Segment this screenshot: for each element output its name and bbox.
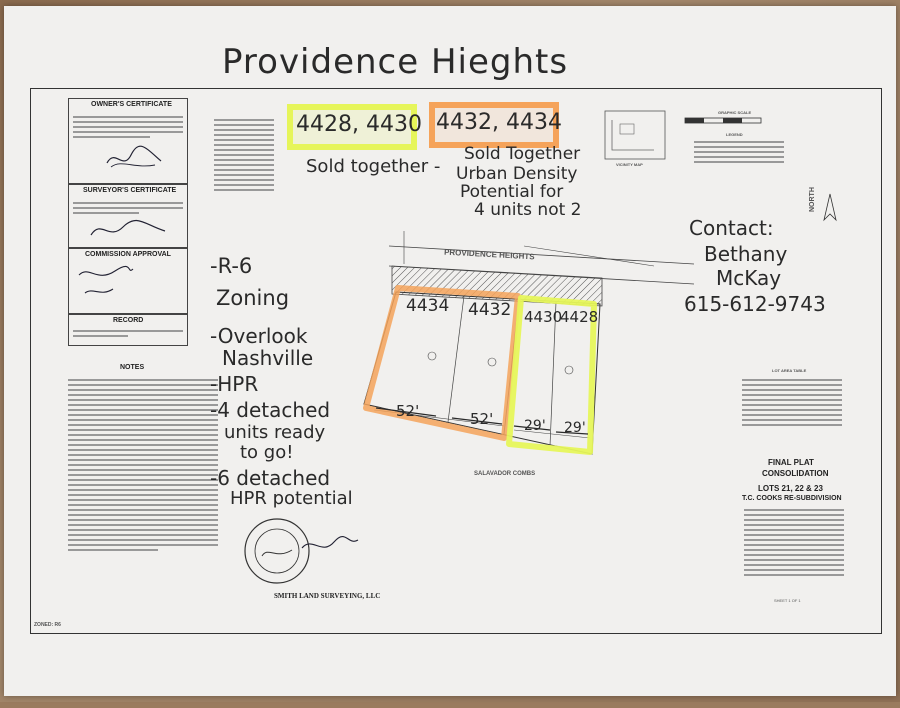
legend-label: LEGEND [726, 132, 743, 137]
owner-signature [106, 145, 162, 168]
note-to-go: to go! [240, 442, 294, 463]
lot-number-4428: 4428 [560, 308, 599, 326]
right-of-way-hatch [391, 265, 603, 307]
notes-heading: NOTES [120, 364, 145, 371]
width-orange-right: 52' [470, 410, 494, 428]
orange-lot-numbers: 4432, 4434 [436, 110, 562, 135]
sold-together-left: Sold together - [306, 156, 441, 177]
surveyor-name: SMITH LAND SURVEYING, LLC [274, 592, 381, 600]
lot-area-table-label: LOT AREA TABLE [772, 368, 807, 373]
yellow-lot-box [287, 104, 417, 150]
graphic-scale-bar [684, 117, 762, 124]
title-block-details [744, 506, 844, 579]
note-overlook: -Overlook [210, 324, 308, 348]
note-4-detached: -4 detached [210, 398, 331, 422]
orange-lot-box [429, 102, 559, 148]
street-below-label: SALAVADOR COMBS [474, 471, 536, 477]
note-units-ready: units ready [224, 422, 326, 443]
lot-number-4434: 4434 [406, 296, 450, 316]
commission-signature [78, 265, 134, 294]
plat-drawing [363, 231, 695, 455]
zoned-label: ZONED: R6 [34, 622, 61, 628]
commission-approval-heading: COMMISSION APPROVAL [85, 251, 171, 258]
orange-lot-highlight [363, 285, 521, 441]
owners-certificate-box: OWNER'S CERTIFICATE [68, 98, 188, 184]
yellow-lot-numbers: 4428, 4430 [296, 112, 422, 137]
commission-approval-box: COMMISSION APPROVAL [68, 248, 188, 314]
seal-signature [301, 536, 359, 549]
title-lots: LOTS 21, 22 & 23 [758, 484, 823, 493]
contact-first-name: Bethany [704, 242, 788, 266]
note-zoning: Zoning [216, 286, 290, 310]
contact-phone: 615-612-9743 [684, 292, 826, 316]
surveyor-seal [244, 518, 310, 584]
vicinity-map [604, 110, 666, 160]
vicinity-map-label: VICINITY MAP [616, 162, 643, 167]
notes-text [68, 376, 218, 554]
contact-label: Contact: [689, 216, 774, 240]
sold-together-right-3: Potential for [460, 182, 564, 202]
surveyors-certificate-box: SURVEYOR'S CERTIFICATE [68, 184, 188, 248]
title-consolidation: CONSOLIDATION [762, 469, 829, 478]
lot-number-4430: 4430 [524, 308, 563, 326]
plat-document: Providence Hieghts OWNER'S CERTIFICATE S… [4, 6, 896, 696]
north-arrow-icon [823, 193, 837, 222]
width-yellow-right: 29' [564, 420, 586, 436]
surveyors-certificate-heading: SURVEYOR'S CERTIFICATE [83, 187, 177, 194]
record-heading: RECORD [113, 317, 144, 324]
note-r6: -R-6 [210, 254, 253, 278]
note-hpr: -HPR [210, 372, 259, 396]
sold-together-right-4: 4 units not 2 [474, 200, 582, 220]
yellow-lot-highlight [506, 295, 597, 455]
title-subdivision: T.C. COOKS RE-SUBDIVISION [742, 495, 842, 502]
width-orange-left: 52' [396, 402, 420, 420]
legend-entries [694, 138, 784, 166]
sold-together-right-2: Urban Density [456, 164, 578, 184]
graphic-scale-label: GRAPHIC SCALE [718, 110, 752, 115]
width-yellow-left: 29' [524, 418, 546, 434]
owners-certificate-heading: OWNER'S CERTIFICATE [91, 101, 172, 108]
surveyor-signature [90, 219, 166, 236]
plat-frame [30, 88, 882, 634]
contact-last-name: McKay [716, 266, 782, 290]
title-final-plat: FINAL PLAT [768, 458, 814, 467]
record-box: RECORD [68, 314, 188, 346]
handwritten-title: Providence Hieghts [222, 42, 569, 82]
sheet-label: SHEET 1 OF 1 [774, 598, 801, 603]
owner-info-column [214, 116, 274, 194]
lot-area-table [742, 376, 842, 429]
note-6-detached: -6 detached [210, 466, 331, 490]
note-nashville: Nashville [222, 346, 314, 370]
lot-number-4432: 4432 [468, 300, 512, 320]
note-hpr-potential: HPR potential [230, 488, 353, 509]
sold-together-right-1: Sold Together [464, 144, 581, 164]
